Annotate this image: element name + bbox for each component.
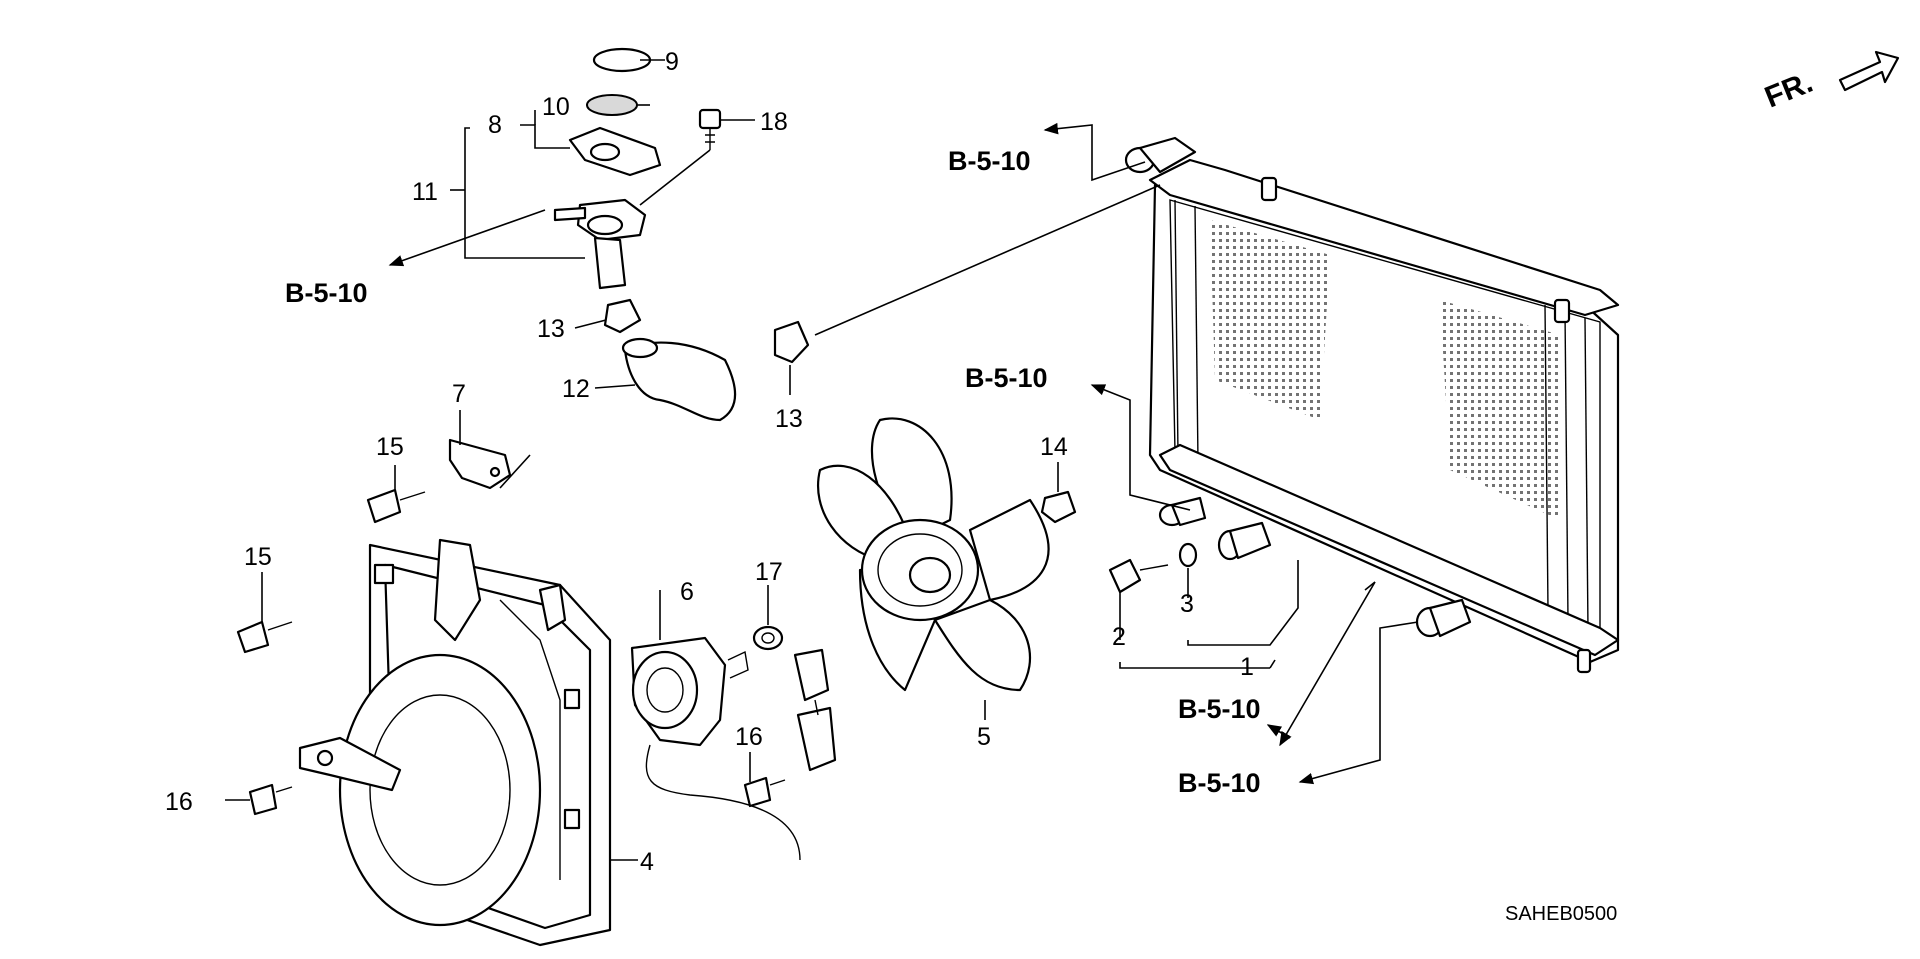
callout-13b: 13: [775, 405, 803, 433]
ref-label-mid: B-5-10: [965, 363, 1048, 393]
callout-3: 3: [1180, 590, 1194, 618]
callout-8: 8: [488, 111, 502, 139]
callout-2: 2: [1112, 623, 1126, 651]
hose-clamp-13b: [773, 320, 810, 364]
fan-shroud: [298, 538, 612, 947]
washer-17: [752, 625, 784, 651]
callout-16b: 16: [735, 723, 763, 751]
nut-14: [1040, 490, 1077, 524]
radiator-hose-12: [621, 337, 737, 422]
diagram-code: SAHEB0500: [1505, 903, 1617, 925]
callout-16a: 16: [165, 788, 193, 816]
reference-labels: B-5-10 B-5-10 B-5-10 B-5-10 B-5-10: [285, 146, 1261, 798]
front-direction-indicator: FR.: [1760, 50, 1900, 115]
cooling-fan: [817, 417, 1050, 692]
callout-9: 9: [665, 48, 679, 76]
callout-13a: 13: [537, 315, 565, 343]
callout-14: 14: [1040, 433, 1068, 461]
bolt-16b: [743, 776, 786, 808]
drain-bolt-2: [1108, 558, 1169, 594]
bolt-18: [698, 108, 722, 150]
washer-3: [1178, 542, 1198, 568]
bolt-15a: [366, 488, 426, 524]
ref-label-left: B-5-10: [285, 278, 368, 308]
callout-labels: 9 10 8 11 18 13 12 13 7 15 15 16 6 17 16…: [165, 48, 1254, 876]
callout-5: 5: [977, 723, 991, 751]
callout-12: 12: [562, 375, 590, 403]
radiator: [1124, 136, 1620, 674]
callout-11: 11: [412, 178, 438, 206]
ref-label-bottom: B-5-10: [1178, 768, 1261, 798]
hose-clamp-13: [603, 298, 642, 334]
radiator-cap-assembly: [553, 47, 662, 290]
wire-bracket-7: [448, 438, 512, 490]
reference-arrows: [388, 122, 1419, 785]
callout-4: 4: [640, 848, 654, 876]
bolt-16a: [248, 783, 293, 816]
callout-15b: 15: [244, 543, 272, 571]
callout-10: 10: [542, 93, 570, 121]
bolt-15b: [236, 620, 293, 654]
ref-label-top: B-5-10: [948, 146, 1031, 176]
leader-lines: [225, 59, 1299, 861]
callout-17: 17: [755, 558, 783, 586]
radiator-lower-fittings: [1158, 496, 1472, 638]
ref-label-lower: B-5-10: [1178, 694, 1261, 724]
callout-1: 1: [1240, 653, 1254, 681]
callout-15a: 15: [376, 433, 404, 461]
callout-7: 7: [452, 380, 466, 408]
fr-label: FR.: [1760, 66, 1817, 115]
callout-6: 6: [680, 578, 694, 606]
callout-18: 18: [760, 108, 788, 136]
fan-motor: [630, 636, 837, 861]
